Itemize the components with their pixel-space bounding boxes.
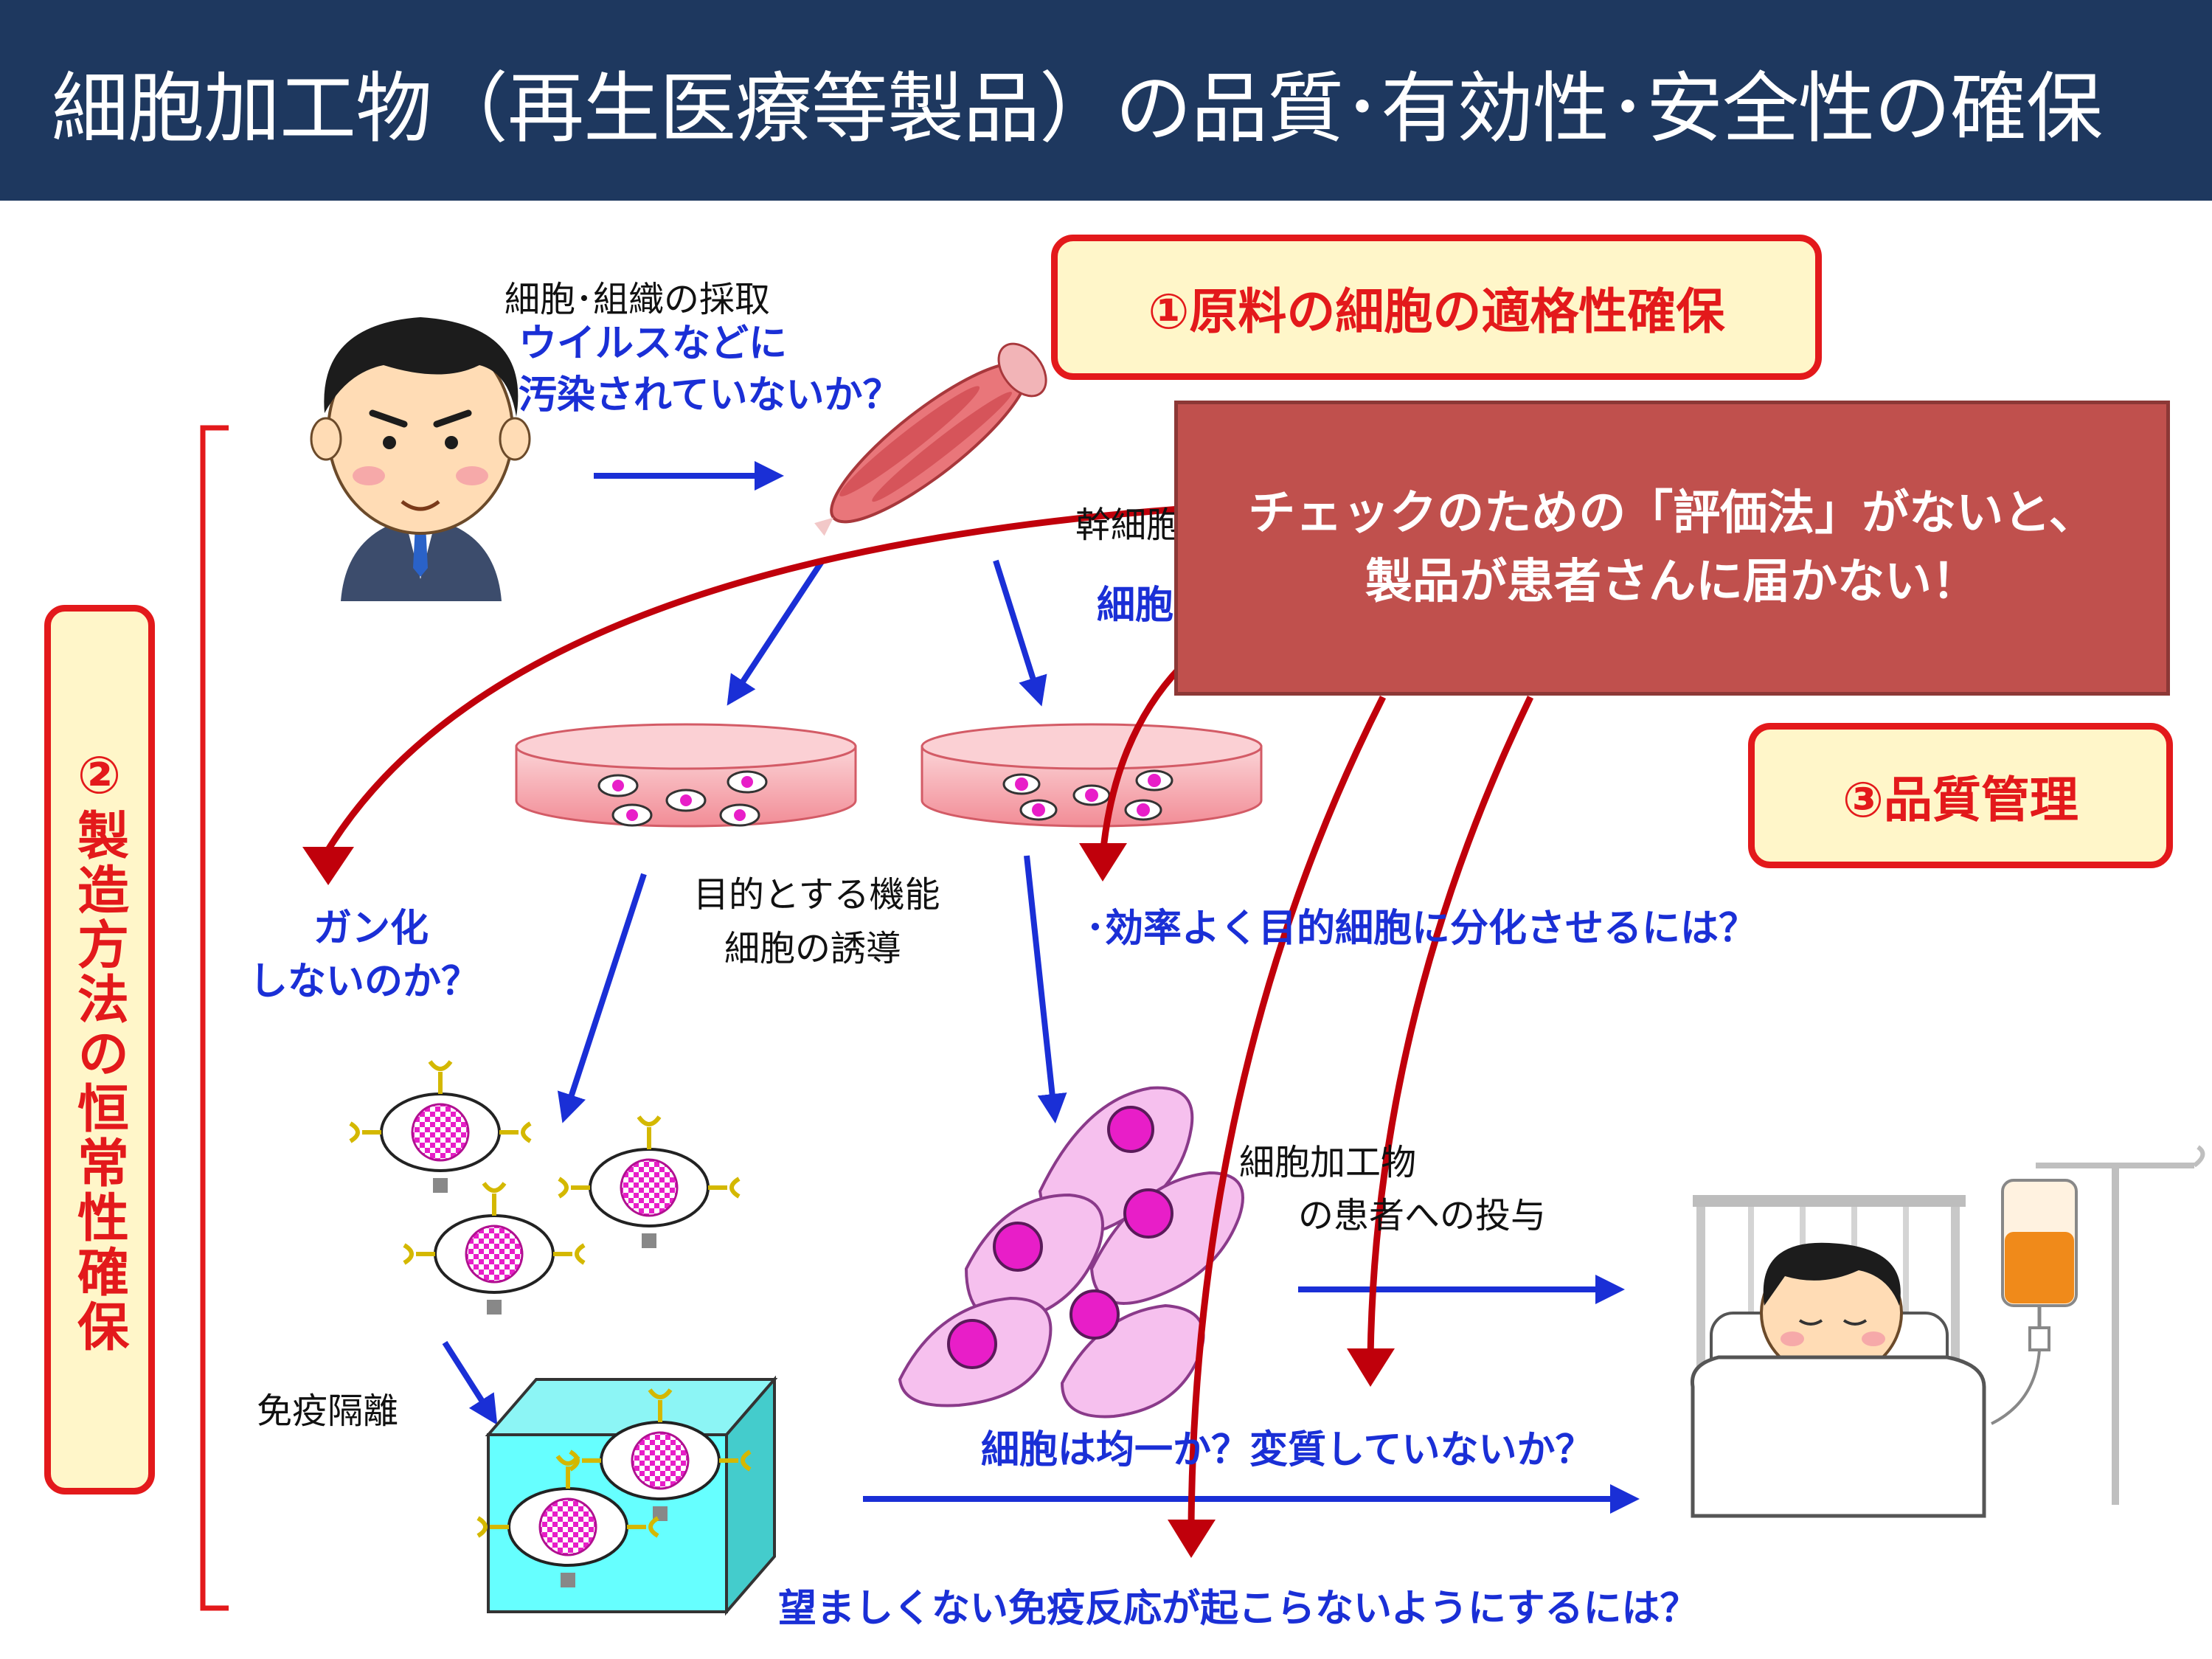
evaluation-method-callout: チェックのための「評価法」がないと、 製品が患者さんに届かない！ (1174, 401, 2170, 696)
cell-label: 細胞 (1097, 583, 1174, 628)
collection-label: 細胞･組織の採取 (505, 279, 771, 320)
uniformity-question: 細胞は均一か？変質していないか？ (981, 1428, 1594, 1472)
callout-line-1: チェックのための「評価法」がないと、 (1248, 486, 2096, 541)
muscle-tissue-icon (814, 342, 1047, 536)
process-bracket (200, 425, 229, 1611)
manufacturing-consistency-label: ②製造方法の恒常性確保 (69, 745, 130, 1354)
title-bar: 細胞加工物（再生医療等製品）の品質･有効性･安全性の確保 (0, 0, 2212, 201)
patient-bed-icon (1690, 1195, 1986, 1518)
engineered-cell-icon (350, 1061, 530, 1193)
engineered-cell-icon (559, 1117, 739, 1248)
petri-dish-icon (920, 723, 1263, 828)
efficiency-question: ･効率よく目的細胞に分化させるには？ (1086, 907, 1758, 951)
quality-control-box: ③品質管理 (1748, 723, 2173, 868)
cancer-question-1: ガン化 (313, 907, 429, 951)
cancer-question-2: しないのか？ (249, 960, 480, 1004)
induction-label-2: 細胞の誘導 (724, 928, 902, 969)
stem-cell-label: 幹細胞 (1075, 505, 1182, 546)
page-title: 細胞加工物（再生医療等製品）の品質･有効性･安全性の確保 (52, 63, 2103, 153)
manufacturing-consistency-box: ②製造方法の恒常性確保 (44, 605, 155, 1495)
quality-control-label: ③品質管理 (1842, 771, 2078, 828)
callout-line-2: 製品が患者さんに届かない！ (1365, 555, 1979, 609)
immune-isolation-label: 免疫隔離 (257, 1390, 399, 1432)
administration-label-1: 細胞加工物 (1239, 1142, 1417, 1183)
virus-question-1: ウイルスなどに (519, 322, 788, 366)
person-icon (310, 317, 531, 601)
raw-cell-eligibility-label: ①原料の細胞の適格性確保 (1148, 283, 1725, 340)
induction-label-1: 目的とする機能 (693, 874, 940, 915)
elongated-cell-icon (898, 1086, 1244, 1419)
iv-drip-icon (1991, 1145, 2205, 1505)
virus-question-2: 汚染されていないか？ (519, 373, 901, 418)
administration-label-2: の患者への投与 (1298, 1195, 1547, 1236)
engineered-cell-icon (404, 1183, 584, 1315)
raw-cell-eligibility-box: ①原料の細胞の適格性確保 (1051, 235, 1822, 380)
immune-reaction-question: 望ましくない免疫反応が起こらないようにするには？ (778, 1587, 1699, 1631)
petri-dish-icon (515, 723, 857, 828)
